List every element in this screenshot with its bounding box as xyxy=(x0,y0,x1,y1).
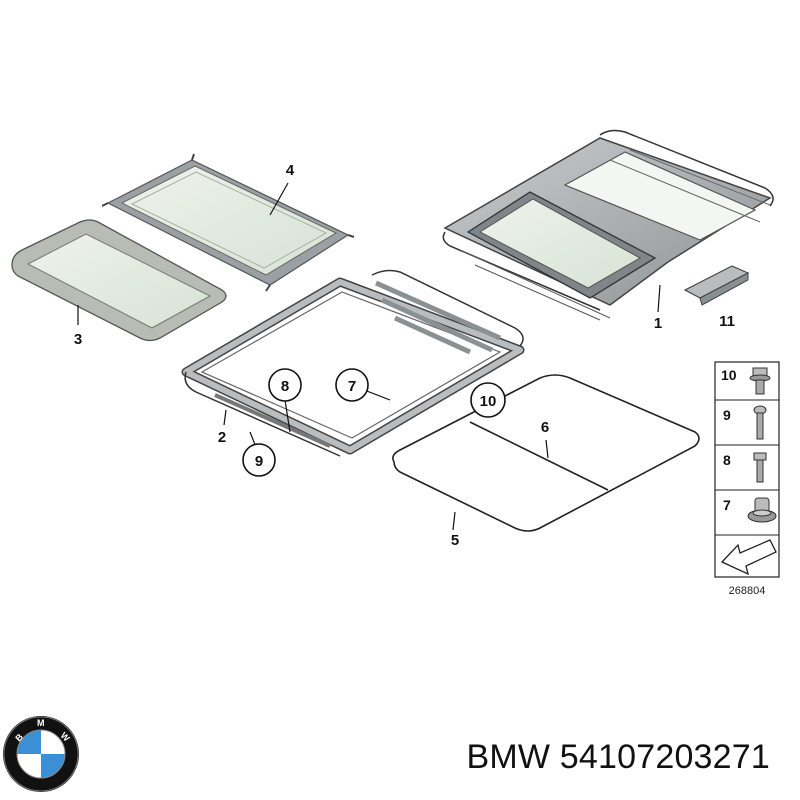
callout-8: 8 xyxy=(281,378,289,395)
part-3-glass-panel xyxy=(11,219,227,342)
callout-5: 5 xyxy=(451,532,459,549)
flange-bolt-icon xyxy=(749,367,771,395)
legend-label-7: 7 xyxy=(723,497,731,513)
part-11-trim xyxy=(683,265,750,306)
callout-9-circle xyxy=(242,443,276,477)
callout-1: 1 xyxy=(654,315,662,332)
callout-8-circle xyxy=(268,368,302,402)
brand-part-number-line: BMW 54107203271 xyxy=(466,738,770,777)
part-2-sunroof-frame xyxy=(181,269,525,457)
direction-arrow-icon xyxy=(720,539,777,576)
callout-10-circle xyxy=(470,382,506,418)
part-4-glass-panel xyxy=(101,153,355,292)
callout-3: 3 xyxy=(74,331,82,348)
long-screw-icon xyxy=(753,405,767,440)
brand-name: BMW xyxy=(466,738,551,776)
diagram-code: 268804 xyxy=(729,585,766,597)
callout-9: 9 xyxy=(255,453,263,470)
callout-2: 2 xyxy=(218,429,226,446)
part-number: 54107203271 xyxy=(559,738,770,776)
bmw-roundel-icon: B M W xyxy=(3,716,79,792)
short-bolt-icon xyxy=(753,452,767,483)
callout-labels: 1 2 3 4 5 6 7 8 9 10 11 xyxy=(74,162,735,549)
washer-screw-icon xyxy=(747,497,777,523)
fastener-legend: 10 9 8 7 268804 xyxy=(714,361,780,597)
callout-4: 4 xyxy=(286,162,295,179)
callout-11: 11 xyxy=(719,313,735,330)
legend-label-9: 9 xyxy=(723,407,731,423)
callout-10: 10 xyxy=(480,393,497,410)
part-5-seal xyxy=(392,374,700,532)
part-1-sunroof-assembly xyxy=(442,129,774,321)
legend-label-10: 10 xyxy=(721,367,737,383)
callout-7-circle xyxy=(335,368,369,402)
part-6-seal xyxy=(469,421,609,491)
callout-6: 6 xyxy=(541,419,549,436)
callout-7: 7 xyxy=(348,378,356,395)
legend-label-8: 8 xyxy=(723,452,731,468)
svg-text:M: M xyxy=(37,718,45,728)
